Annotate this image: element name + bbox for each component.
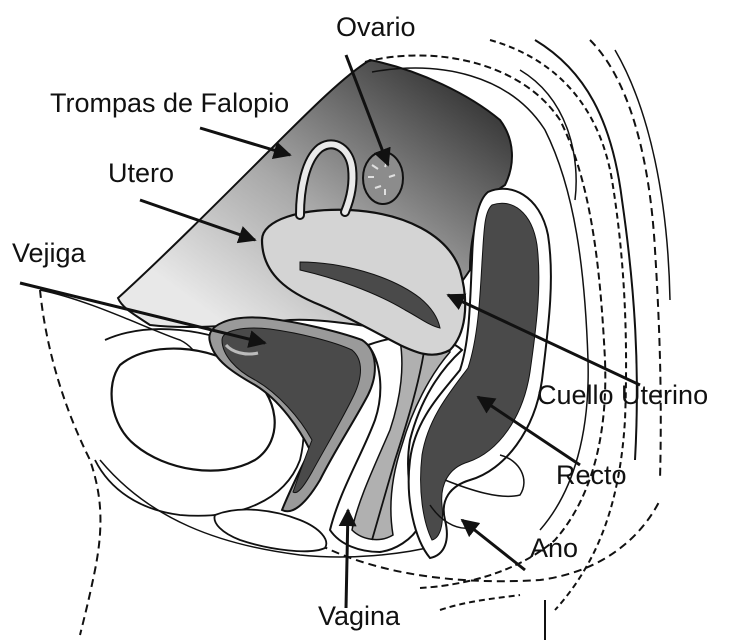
label-utero: Utero: [108, 158, 174, 188]
left-body-dashed: [40, 290, 100, 635]
arrow-trompas: [200, 128, 290, 155]
label-ovario: Ovario: [336, 12, 416, 42]
spine-line-4: [615, 50, 670, 300]
label-cuello: Cuello Uterino: [537, 380, 708, 410]
arrow-ano: [462, 520, 525, 570]
label-ano: Ano: [530, 533, 578, 563]
vulva-outline: [214, 510, 326, 552]
label-recto: Recto: [556, 460, 627, 490]
label-vagina: Vagina: [318, 601, 401, 631]
label-vejiga: Vejiga: [12, 238, 87, 268]
arrow-vagina: [346, 510, 348, 608]
perineum-dashed: [440, 595, 520, 610]
label-trompas: Trompas de Falopio: [50, 88, 289, 118]
